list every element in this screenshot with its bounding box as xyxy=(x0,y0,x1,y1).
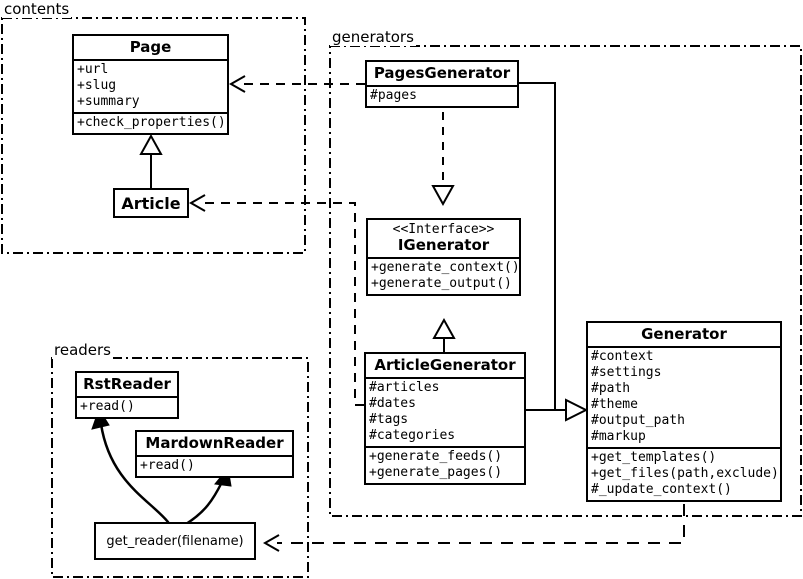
package-border-readers xyxy=(51,357,309,578)
function-label-get-reader: get_reader(filename) xyxy=(106,533,244,549)
class-operations-igenerator: +generate_context() +generate_output() xyxy=(368,257,520,294)
attribute-row: +summary xyxy=(77,94,140,109)
operation-row: +get_files(path,exclude) xyxy=(591,466,779,481)
package-border-contents xyxy=(1,17,306,254)
operation-row: +generate_output() xyxy=(371,276,512,291)
class-box-generator[interactable]: Generator #context #settings #path #them… xyxy=(586,321,782,502)
operation-row: +generate_pages() xyxy=(369,465,503,480)
attribute-row: #markup xyxy=(591,429,646,444)
class-attributes-article-generator: #articles #dates #tags #categories xyxy=(366,377,524,446)
class-box-mardown-reader[interactable]: MardownReader +read() xyxy=(135,430,294,478)
class-title-article-generator: ArticleGenerator xyxy=(374,356,516,374)
function-box-get-reader[interactable]: get_reader(filename) xyxy=(94,522,256,560)
attribute-row: +url xyxy=(77,62,109,77)
dependency-pagesgenerator-to-page xyxy=(228,75,365,93)
class-box-rst-reader[interactable]: RstReader +read() xyxy=(75,371,179,419)
class-title-page: Page xyxy=(129,38,172,56)
class-title-pages-generator: PagesGenerator xyxy=(373,64,511,82)
package-border-generators xyxy=(329,45,802,517)
class-box-pages-generator[interactable]: PagesGenerator #pages xyxy=(365,60,519,108)
operation-row: +check_properties() xyxy=(77,115,226,130)
class-title-mardown-reader: MardownReader xyxy=(145,434,284,452)
class-title-igenerator: <<Interface>> IGenerator xyxy=(368,220,519,257)
class-title-rst-reader: RstReader xyxy=(83,375,171,393)
operation-row: +read() xyxy=(140,458,195,473)
dependency-articlegenerator-to-article xyxy=(188,194,364,406)
class-title-article: Article xyxy=(121,193,181,213)
class-operations-rst-reader: +read() xyxy=(77,396,177,417)
generalization-pagesgenerator-to-generator xyxy=(519,82,566,411)
attribute-row: #articles xyxy=(369,380,440,395)
operation-row: +generate_feeds() xyxy=(369,449,503,464)
class-name-igenerator: IGenerator xyxy=(397,236,490,254)
attribute-row: #pages xyxy=(370,88,417,103)
package-label-contents: contents xyxy=(2,0,72,18)
package-label-readers: readers xyxy=(52,341,113,359)
class-box-article[interactable]: Article xyxy=(113,188,189,218)
realization-pagesgenerator-to-igenerator xyxy=(431,112,455,207)
attribute-row: #settings xyxy=(591,365,662,380)
class-box-page[interactable]: Page +url +slug +summary +check_properti… xyxy=(72,34,229,135)
class-box-igenerator[interactable]: <<Interface>> IGenerator +generate_conte… xyxy=(366,218,521,296)
class-operations-generator: +get_templates() +get_files(path,exclude… xyxy=(588,447,780,500)
attribute-row: #theme xyxy=(591,397,638,412)
package-label-generators: generators xyxy=(330,28,416,46)
attribute-row: #categories xyxy=(369,428,456,443)
class-attributes-generator: #context #settings #path #theme #output_… xyxy=(588,346,780,447)
attribute-row: #tags xyxy=(369,412,409,427)
generalization-articlegenerator-to-generator xyxy=(526,398,589,422)
operation-row: +read() xyxy=(80,399,135,414)
dependency-generator-to-getreader xyxy=(262,504,685,552)
generalization-articlegenerator-to-igenerator xyxy=(432,317,456,352)
attribute-row: #dates xyxy=(369,396,416,411)
operation-row: +generate_context() xyxy=(371,260,520,275)
attribute-row: +slug xyxy=(77,78,117,93)
class-attributes-page: +url +slug +summary xyxy=(74,59,227,112)
class-operations-page: +check_properties() xyxy=(74,112,227,133)
class-operations-mardown-reader: +read() xyxy=(137,455,292,476)
attribute-row: #path xyxy=(591,381,631,396)
class-operations-article-generator: +generate_feeds() +generate_pages() xyxy=(366,446,524,483)
class-title-generator: Generator xyxy=(641,325,727,343)
operation-row: +get_templates() xyxy=(591,450,717,465)
attribute-row: #output_path xyxy=(591,413,685,428)
attribute-row: #context xyxy=(591,349,654,364)
generalization-article-to-page xyxy=(139,133,163,188)
class-attributes-pages-generator: #pages xyxy=(367,85,517,106)
operation-row: #_update_context() xyxy=(591,482,732,497)
class-box-article-generator[interactable]: ArticleGenerator #articles #dates #tags … xyxy=(364,352,526,485)
class-stereotype-igenerator: <<Interface>> xyxy=(392,222,495,237)
